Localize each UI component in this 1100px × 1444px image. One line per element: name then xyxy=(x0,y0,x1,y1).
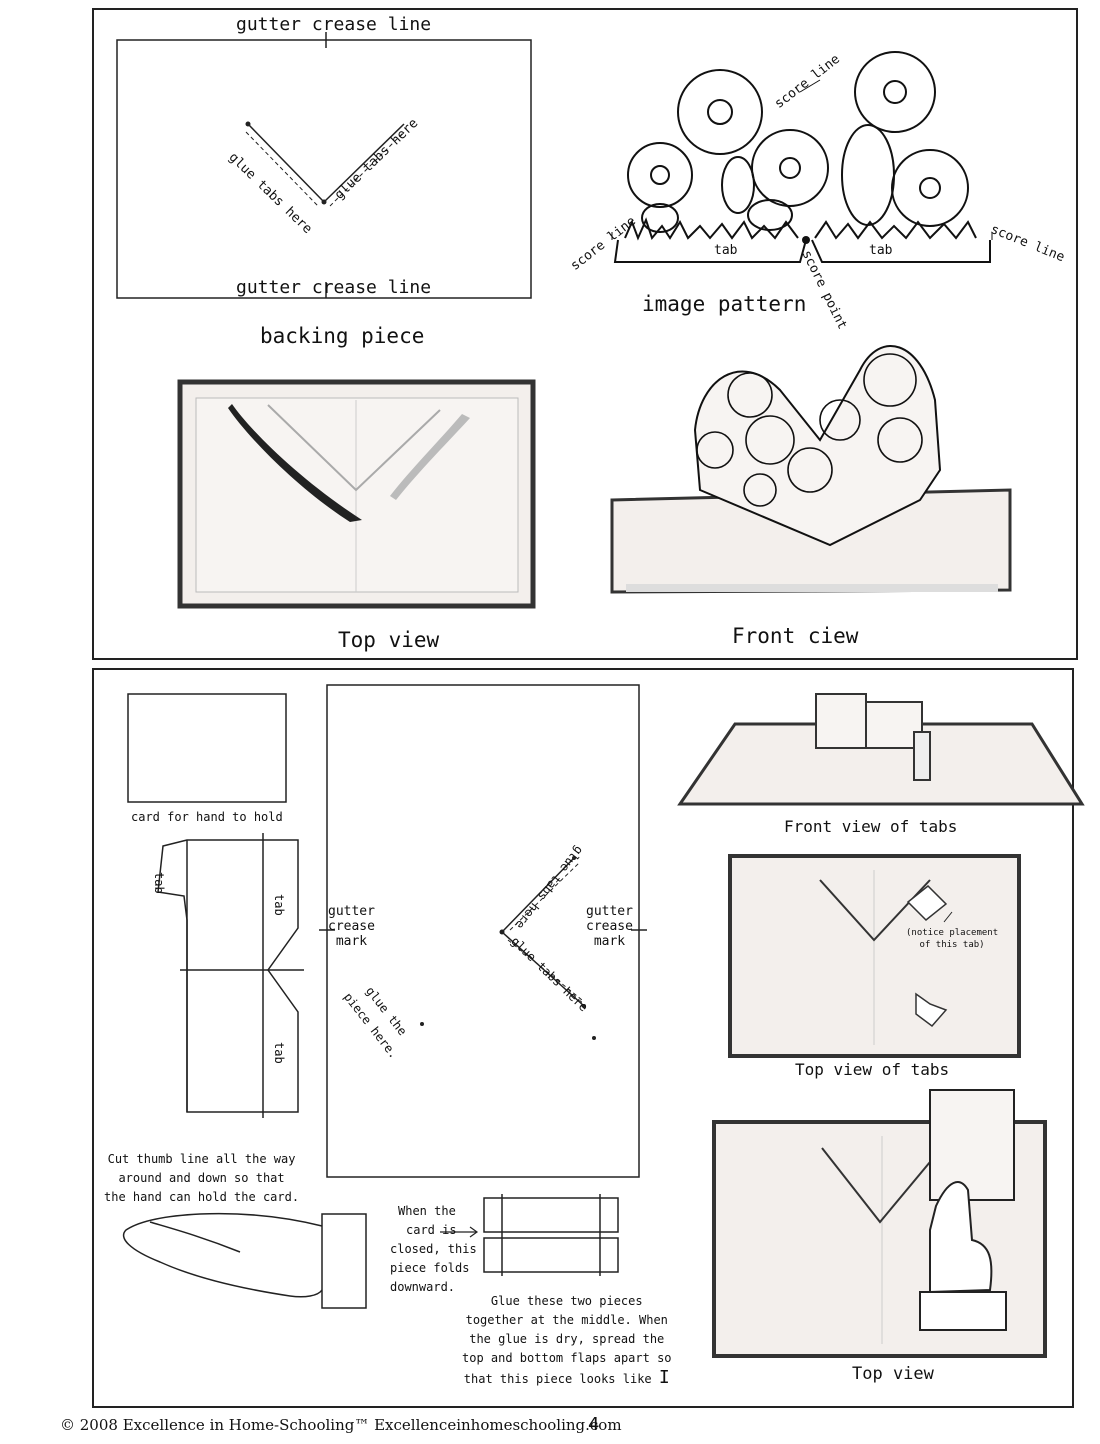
glue-two-line: top and bottom flaps apart so xyxy=(462,1351,672,1365)
closed-note-line: downward. xyxy=(390,1280,456,1294)
glue-two-pieces-note: Glue these two pieces together at the mi… xyxy=(462,1292,672,1389)
top-view-caption-bottom: Top view xyxy=(852,1364,934,1384)
glue-two-line: the glue is dry, spread the xyxy=(469,1332,665,1346)
image-pattern-illustration xyxy=(611,51,993,263)
copyright-footer: © 2008 Excellence in Home-Schooling™ Exc… xyxy=(60,1416,622,1434)
tab-label-1: tab xyxy=(152,872,166,894)
tab-left-label: tab xyxy=(714,243,738,258)
gutter-left-line: mark xyxy=(335,934,368,949)
thumb-note-line: around and down so that xyxy=(118,1171,285,1185)
glue-two-line: Glue these two pieces xyxy=(490,1294,643,1308)
tab-right-label: tab xyxy=(869,243,893,258)
closed-note-line: When the xyxy=(398,1204,456,1218)
gutter-crease-mark-left: gutter crease mark xyxy=(328,904,375,949)
backing-piece-caption: backing piece xyxy=(260,324,425,348)
thumb-line-note: Cut thumb line all the way around and do… xyxy=(104,1150,299,1207)
gutter-crease-top-label: gutter crease line xyxy=(236,14,432,35)
gutter-right-line: gutter xyxy=(586,904,633,919)
top-view-caption-top: Top view xyxy=(338,628,440,652)
front-view-photo xyxy=(610,345,1012,594)
top-view-of-tabs-caption: Top view of tabs xyxy=(795,1060,950,1079)
gutter-crease-mark-right: gutter crease mark xyxy=(586,904,633,949)
bottom-panel xyxy=(92,668,1074,1408)
notice-line: of this tab) xyxy=(919,940,985,950)
backing-piece-diagram xyxy=(116,32,532,299)
closed-note-line: card is xyxy=(406,1223,457,1237)
top-view-photo xyxy=(177,379,536,609)
glue-two-line: that this piece looks like xyxy=(463,1372,652,1386)
notice-placement-note: (notice placement of this tab) xyxy=(906,927,998,951)
top-panel xyxy=(92,8,1078,660)
page-number: 4 xyxy=(588,1414,600,1435)
thumb-note-line: Cut thumb line all the way xyxy=(107,1152,296,1166)
notice-line: (notice placement xyxy=(906,928,999,938)
glue-two-line: together at the middle. When xyxy=(465,1313,668,1327)
gutter-crease-bottom-label: gutter crease line xyxy=(236,277,432,298)
thumb-note-line: the hand can hold the card. xyxy=(104,1190,300,1204)
gutter-right-line: mark xyxy=(593,934,626,949)
closed-card-note: When the card is closed, this piece fold… xyxy=(390,1202,477,1297)
closed-note-line: closed, this xyxy=(390,1242,477,1256)
tab-label-3: tab xyxy=(272,1042,286,1064)
card-for-hand-caption: card for hand to hold xyxy=(131,810,283,824)
closed-note-line: piece folds xyxy=(390,1261,470,1275)
front-view-of-tabs-caption: Front view of tabs xyxy=(784,817,958,836)
i-glyph: I xyxy=(658,1367,670,1388)
gutter-left-line: gutter xyxy=(328,904,375,919)
gutter-left-line: crease xyxy=(328,919,375,934)
image-pattern-caption: image pattern xyxy=(642,292,807,316)
front-view-caption: Front ciew xyxy=(732,624,859,648)
tab-label-2: tab xyxy=(272,894,286,916)
gutter-right-line: crease xyxy=(586,919,633,934)
